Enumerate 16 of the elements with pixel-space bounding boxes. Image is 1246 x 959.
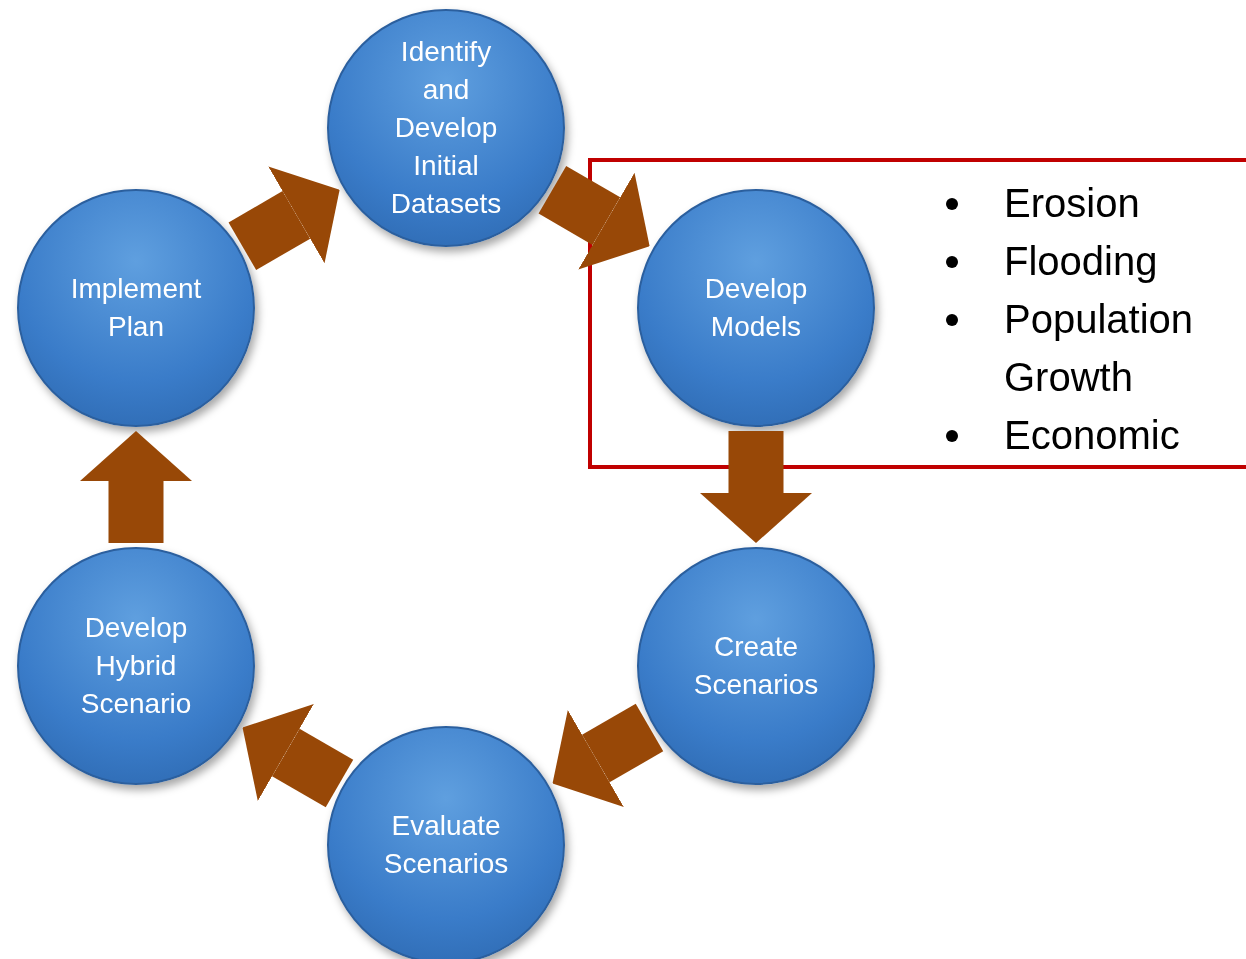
block-arrow xyxy=(242,704,354,808)
block-arrow xyxy=(228,166,340,270)
block-arrow xyxy=(80,431,192,543)
bullet-item: Economic xyxy=(1004,413,1180,457)
node-label: Identify and Develop Initial Datasets xyxy=(389,35,503,221)
node-label: Create Scenarios xyxy=(692,630,820,702)
node-label: Develop Models xyxy=(703,272,809,344)
bullet-item: Erosion xyxy=(1004,181,1140,225)
block-arrow xyxy=(700,431,812,543)
bullet-item: Population Growth xyxy=(1004,297,1194,399)
node-label: Develop Hybrid Scenario xyxy=(79,611,193,721)
highlight-box xyxy=(588,158,1246,469)
block-arrow xyxy=(552,703,664,807)
bullet-item: Flooding xyxy=(1004,239,1158,283)
node-label: Evaluate Scenarios xyxy=(382,809,510,881)
node-label: Implement Plan xyxy=(69,272,203,344)
